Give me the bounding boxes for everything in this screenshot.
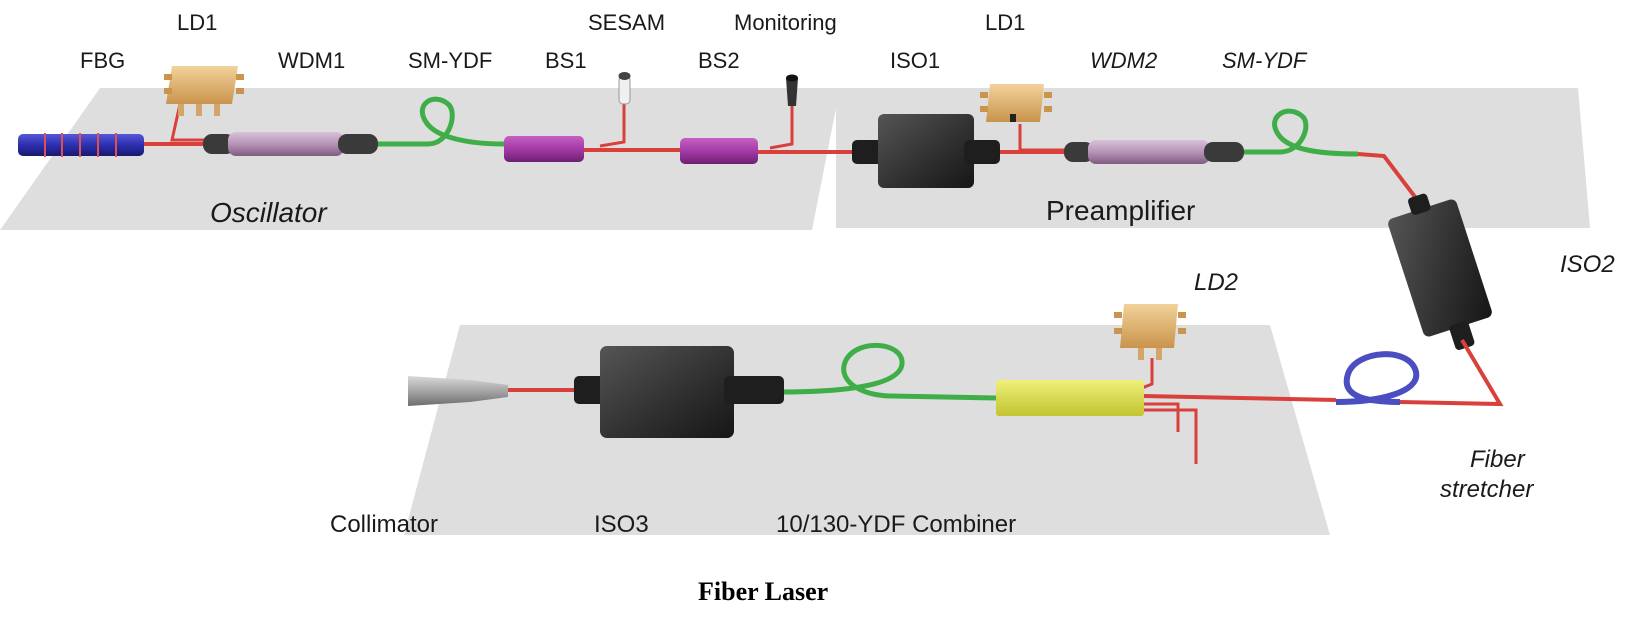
label-stretcher: stretcher (1440, 476, 1534, 503)
label-wdm1: WDM1 (278, 48, 345, 73)
label-ld2: LD2 (1194, 269, 1238, 296)
sesam-mirror (618, 72, 631, 105)
bs1-splitter (504, 136, 584, 162)
figure-caption: Fiber Laser (698, 577, 828, 606)
fiber-stretcher-loop (1335, 351, 1420, 405)
fbg-component (18, 133, 144, 157)
ld1-preamp-diode (980, 84, 1052, 122)
oscillator-plate (0, 88, 840, 230)
fiber-bs1-sesam (599, 86, 626, 148)
ld2-diode (1114, 304, 1186, 360)
collimator-lens (408, 376, 508, 406)
label-iso1: ISO1 (890, 48, 940, 73)
label-fiber: Fiber (1470, 446, 1526, 473)
combiner-pump-leg-2 (1142, 408, 1198, 464)
fiber-iso2-stretcher (1399, 338, 1504, 407)
label-wdm2: WDM2 (1090, 48, 1157, 73)
label-collimator: Collimator (330, 511, 438, 538)
label-ld1-preamp: LD1 (985, 10, 1025, 35)
combiner-pump-leg-1 (1142, 402, 1180, 432)
sm-ydf-preamp-fiber (1244, 108, 1359, 157)
label-bs2: BS2 (698, 48, 740, 73)
iso2-isolator (1388, 193, 1492, 350)
fiber-ld1-wdm2 (1018, 124, 1068, 152)
iso3-isolator (574, 346, 784, 438)
amplifier-plate (404, 325, 1330, 535)
label-iso3: ISO3 (594, 511, 649, 538)
iso1-isolator (852, 114, 1000, 188)
ydf-10-130-fiber (781, 343, 997, 401)
bs2-splitter (680, 138, 758, 164)
label-bs1: BS1 (545, 48, 587, 73)
label-preamplifier: Preamplifier (1046, 195, 1195, 226)
fiber-ld2-combiner (1141, 358, 1154, 390)
wdm2-coupler (1064, 140, 1244, 164)
fiber-stretcher-combiner (1139, 394, 1337, 402)
wdm1-coupler (203, 132, 378, 156)
label-oscillator: Oscillator (210, 197, 328, 228)
label-ld1-oscillator: LD1 (177, 10, 217, 35)
label-sm-ydf-preamp: SM-YDF (1222, 48, 1308, 73)
ld1-oscillator-diode (164, 66, 244, 116)
label-ydf-combiner: 10/130-YDF Combiner (776, 511, 1016, 538)
fiber-bs2-monitoring (769, 102, 794, 150)
label-monitoring: Monitoring (734, 10, 837, 35)
monitoring-port (786, 74, 798, 106)
label-sesam: SESAM (588, 10, 665, 35)
fiber-ld1-wdm1 (170, 103, 205, 142)
fiber-preamp-iso2 (1357, 152, 1430, 216)
label-sm-ydf-oscillator: SM-YDF (408, 48, 492, 73)
sm-ydf-oscillator-fiber (378, 96, 505, 147)
combiner-module (996, 380, 1144, 416)
label-fbg: FBG (80, 48, 125, 73)
label-iso2: ISO2 (1560, 251, 1615, 278)
